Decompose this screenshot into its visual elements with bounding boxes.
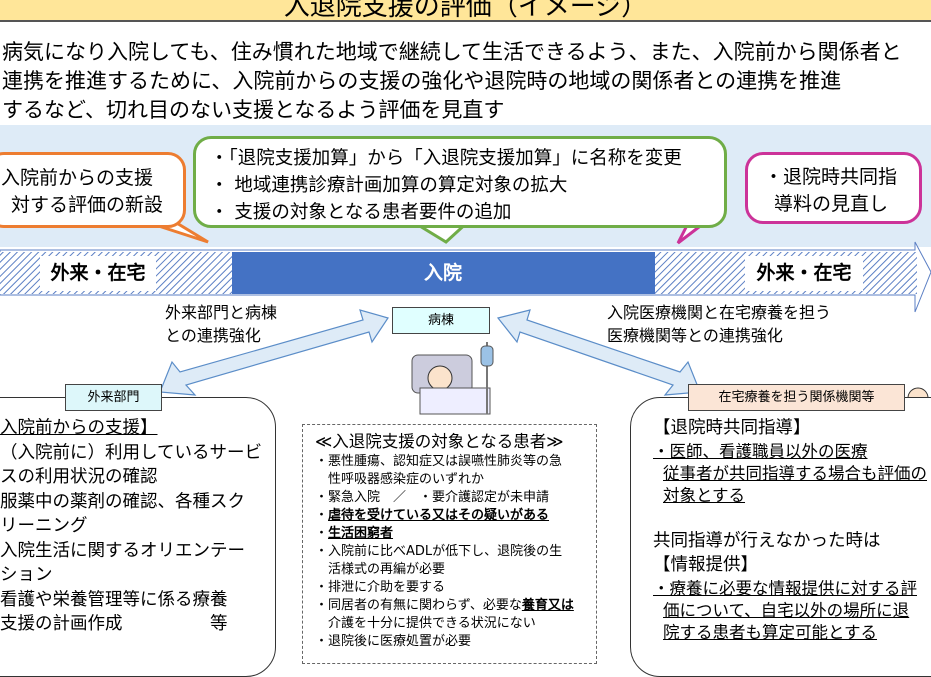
home-care-panel [630,397,931,677]
item-emphasis: 虐待を受けている又はその疑いがある [328,508,550,523]
bubble-joint-guidance: ・退院時共同指 導料の見直し [745,152,922,224]
bubble-discharge-support: ・「退院支援加算」から「入退院支援加算」に名称を変更 ・ 地域連携診療計画加算の… [193,136,727,228]
target-patient-item: 活様式の再編が必要 [315,561,596,579]
panel-line: リーニング [0,516,88,536]
connection-left-label: 外来部門と病棟 との連携強化 [165,301,277,347]
page-title: 入退院支援の評価（イメージ） [283,0,648,22]
bubble-text: 入院前からの支援 [1,167,154,189]
panel-line: 院する患者も算定可能とする [663,622,878,642]
bubble-text: ・「退院支援加算」から「入退院支援加算」に名称を変更 [210,148,682,169]
panel-line: ・療養に必要な情報提供に対する評 [653,578,917,598]
connection-text: 入院医療機関と在宅療養を担う [607,303,832,322]
panel-line: 服薬中の薬剤の確認、各種スク [0,491,245,512]
panel-line: ・医師、看護職員以外の医療 [653,441,868,461]
patient-illustration [411,342,494,415]
panel-heading: 【退院時共同指導】 [653,418,811,438]
target-patient-item: ・退院後に医療処置が必要 [315,633,596,651]
item-emphasis: 養育又は [521,598,574,613]
connection-right-label: 入院医療機関と在宅療養を担う 医療機関等との連携強化 [607,301,831,347]
item-text: ・排泄に介助を要する [315,580,446,595]
panel-heading: 【情報提供】 [653,555,758,575]
panel-line: スの利用状況の確認 [0,467,158,487]
outpatient-panel [0,397,276,677]
connection-text: との連携強化 [165,326,261,345]
panel-line: （入院前に）利用しているサービ [0,442,262,463]
panel-line: 対象とする [663,485,746,505]
home-care-panel-text: 【退院時共同指導】 ・医師、看護職員以外の医療 従事者が共同指導する場合も評価の… [653,416,927,644]
home-care-tag: 在宅療養を担う関係機関等 [688,384,905,411]
bubble-text: ・退院時共同指 [764,166,898,188]
intro-line: するなど、切れ目のない支援となるよう評価を見直す [2,98,505,122]
bubble-text: 導料の見直し [774,193,889,215]
intro-line: 連携を推進するために、入院前からの支援の強化や退院時の地域の関係者との連携を推進 [2,69,842,93]
bubble-text: 対する評価の新設 [11,194,164,216]
item-emphasis: 生活困窮者 [328,526,394,541]
target-patient-item: ・同居者の有無に関わらず、必要な養育又は [315,597,596,615]
target-patient-item: ・虐待を受けている又はその疑いがある [315,507,596,525]
bubble-preadmission: 入院前からの支援 対する評価の新設 [0,152,186,228]
bubble-text: ・ 支援の対象となる患者要件の追加 [210,202,512,223]
target-patient-item: ・生活困窮者 [315,525,596,543]
panel-line: 看護や栄養管理等に係る療養 [0,589,228,610]
item-text: 介護を十分に提供できる状況にない [315,616,536,631]
bubble-text: ・ 地域連携診療計画加算の算定対象の拡大 [210,175,568,196]
band-label-outpatient-left: 外来・在宅 [40,256,156,291]
item-text: ・緊急入院 ／ ・要介護認定が未申請 [315,490,550,505]
item-text: 活様式の再編が必要 [315,562,446,577]
connection-text: 医療機関等との連携強化 [607,326,783,345]
target-patient-list: ・悪性腫瘍、認知症又は誤嚥性肺炎等の急 性呼吸器感染症のいずれか・緊急入院 ／ … [315,453,596,651]
item-text: ・退院後に医療処置が必要 [315,634,472,649]
panel-subheading: 共同指導が行えなかった時は [653,530,881,551]
item-text: ・ [315,508,329,523]
target-patient-item: ・入院前に比べADLが低下し、退院後の生 [315,543,596,561]
item-text: ・同居者の有無に関わらず、必要な [315,598,522,613]
panel-line: 入院生活に関するオリエンテー [0,540,245,561]
target-patient-item: 性呼吸器感染症のいずれか [315,471,596,489]
target-patient-item: 介護を十分に提供できる状況にない [315,615,596,633]
panel-line: ション [0,565,53,585]
intro-line: 病気になり入院しても、住み慣れた地域で継続して生活できるよう、また、入院前から関… [2,40,902,64]
connection-text: 外来部門と病棟 [165,303,278,322]
panel-heading: 入院前からの支援】 [0,418,158,438]
target-patient-item: ・悪性腫瘍、認知症又は誤嚥性肺炎等の急 [315,453,596,471]
inpatient-band [232,252,655,294]
item-text: ・ [315,526,329,541]
panel-line: 支援の計画作成 等 [0,614,228,634]
band-label-inpatient: 入院 [423,262,462,284]
band-label-outpatient-right: 外来・在宅 [745,256,863,291]
title-bar: 入退院支援の評価（イメージ） [0,0,931,22]
target-patient-item: ・排泄に介助を要する [315,579,596,597]
target-patient-item: ・緊急入院 ／ ・要介護認定が未申請 [315,489,596,507]
ward-tag: 病棟 [392,307,490,334]
item-text: 性呼吸器感染症のいずれか [315,472,485,487]
item-text: ・入院前に比べADLが低下し、退院後の生 [315,544,563,559]
target-patients-panel: ≪入退院支援の対象となる患者≫ ・悪性腫瘍、認知症又は誤嚥性肺炎等の急 性呼吸器… [302,424,597,664]
panel-line: 価について、自宅以外の場所に退 [663,600,910,620]
panel-line: 従事者が共同指導する場合も評価の [663,463,927,483]
panel-heading: ≪入退院支援の対象となる患者≫ [315,432,564,451]
item-text: ・悪性腫瘍、認知症又は誤嚥性肺炎等の急 [315,454,563,469]
outpatient-tag: 外来部門 [65,384,162,411]
outpatient-panel-text: 入院前からの支援】 （入院前に）利用しているサービ スの利用状況の確認 服薬中の… [0,416,262,637]
